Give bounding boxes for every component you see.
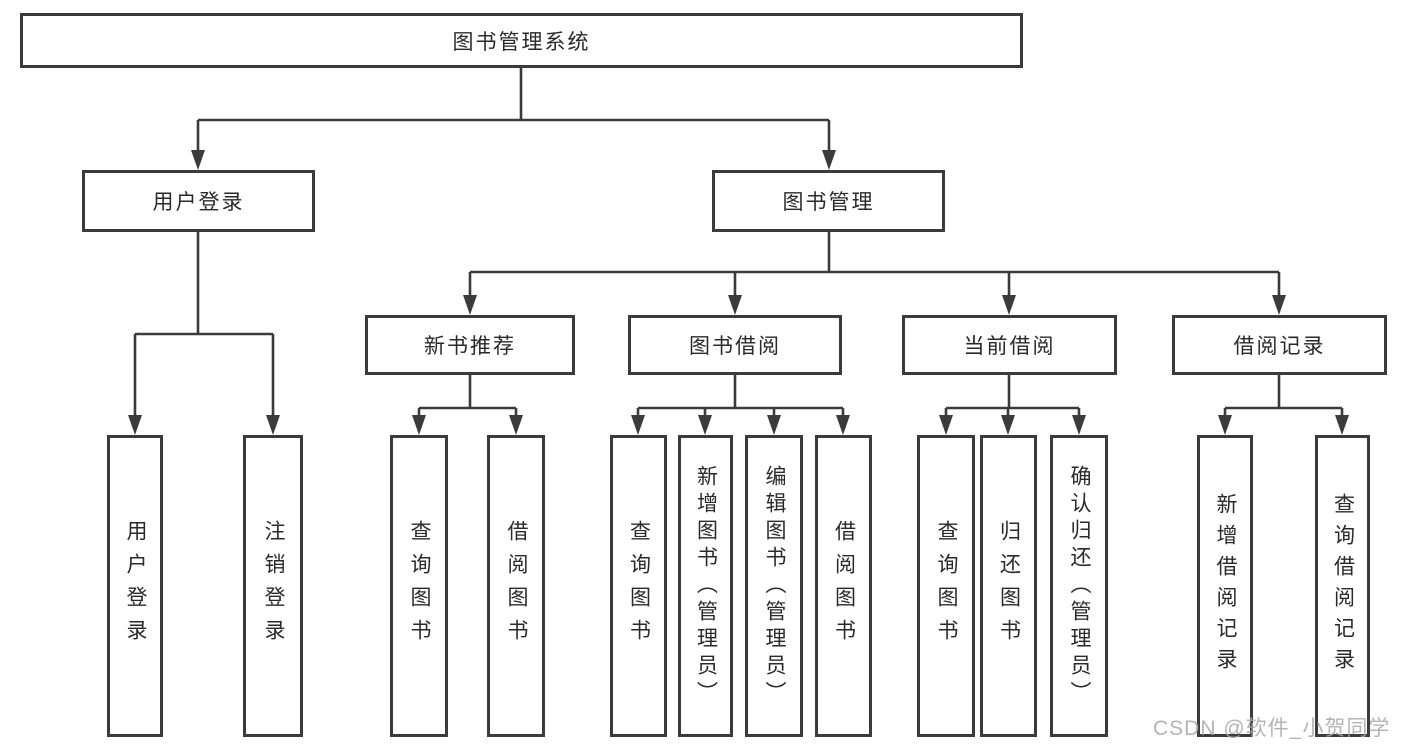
node-leaf-query-books-3: 查询图书 (917, 435, 975, 737)
node-leaf-query-borrow-record: 查询借阅记录 (1315, 435, 1370, 737)
connector-user-login-children (128, 232, 280, 435)
node-leaf-user-login: 用户登录 (107, 435, 163, 737)
node-new-book-recommend: 新书推荐 (365, 315, 575, 375)
node-user-login: 用户登录 (82, 170, 315, 232)
node-leaf-borrow-books-1: 借阅图书 (487, 435, 545, 737)
connector-book-borrow-children (631, 375, 850, 435)
connector-current-borrow-children (939, 375, 1086, 435)
node-leaf-confirm-return-admin: 确认归还（管理员） (1050, 435, 1108, 737)
connector-borrow-records-children (1218, 375, 1349, 435)
node-book-borrowing: 图书借阅 (628, 315, 842, 375)
node-leaf-edit-books-admin: 编辑图书（管理员） (745, 435, 803, 737)
csdn-watermark: CSDN @软件_小贺同学 (1153, 717, 1391, 740)
connector-new-book-rec-children (412, 375, 523, 435)
node-leaf-borrow-books-2: 借阅图书 (815, 435, 872, 737)
node-leaf-add-books-admin: 新增图书（管理员） (678, 435, 733, 737)
node-borrowing-records: 借阅记录 (1172, 315, 1387, 375)
node-current-borrowing: 当前借阅 (902, 315, 1117, 375)
node-root-system: 图书管理系统 (20, 13, 1023, 68)
connector-book-mgmt-children (463, 232, 1286, 315)
node-leaf-add-borrow-record: 新增借阅记录 (1197, 435, 1253, 737)
node-leaf-return-books: 归还图书 (980, 435, 1037, 737)
node-leaf-query-books-2: 查询图书 (610, 435, 667, 737)
node-leaf-query-books-1: 查询图书 (390, 435, 448, 737)
node-book-management: 图书管理 (712, 170, 945, 232)
node-leaf-logout: 注销登录 (243, 435, 303, 737)
connector-root-to-level2 (191, 68, 836, 170)
